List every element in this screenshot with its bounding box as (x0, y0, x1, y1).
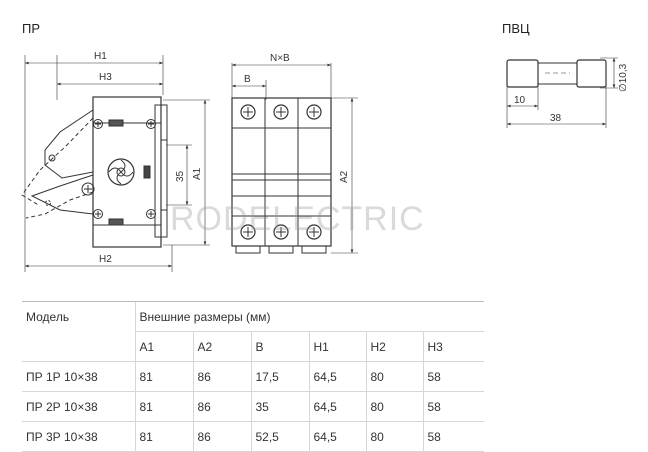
dim-fuse-10: 10 (514, 95, 526, 106)
heading-pvc: ПВЦ (502, 21, 530, 36)
value-cell: 35 (250, 391, 309, 422)
dim-a2: A2 (339, 170, 350, 183)
front-view (231, 63, 358, 254)
value-cell: 64,5 (308, 391, 366, 422)
value-cell: 80 (365, 361, 423, 392)
value-cell: 86 (192, 361, 251, 392)
col-header: B (250, 331, 309, 362)
dim-h2: H2 (99, 254, 112, 265)
side-view (21, 55, 210, 272)
value-cell: 52,5 (250, 421, 309, 452)
value-cell: 58 (422, 421, 484, 452)
value-cell: 17,5 (250, 361, 309, 392)
col-header: H1 (308, 331, 366, 362)
table-row: ПР 1Р 10×38 81 86 17,5 64,5 80 58 (22, 361, 484, 392)
table-row: ПР 3Р 10×38 81 86 52,5 64,5 80 58 (22, 421, 484, 452)
watermark: RODELECTRIC (170, 200, 425, 238)
dim-fuse-diameter: ∅10,3 (618, 63, 629, 92)
table-row: ПР 2Р 10×38 81 86 35 64,5 80 58 (22, 391, 484, 422)
table-header-row: Модель Внешние размеры (мм) (22, 301, 484, 332)
value-cell: 81 (134, 391, 193, 422)
dim-nb: N×B (270, 53, 290, 64)
dim-fuse-38: 38 (550, 113, 562, 124)
model-cell: ПР 1Р 10×38 (22, 361, 135, 392)
value-cell: 58 (422, 391, 484, 422)
value-cell: 80 (365, 391, 423, 422)
dim-h3: H3 (99, 72, 112, 83)
dim-35: 35 (175, 170, 186, 182)
value-cell: 86 (192, 391, 251, 422)
col-header: H3 (422, 331, 484, 362)
fuse-cartridge (506, 57, 618, 128)
value-cell: 81 (134, 361, 193, 392)
value-cell: 81 (134, 421, 193, 452)
value-cell: 64,5 (308, 421, 366, 452)
col-header: A2 (192, 331, 251, 362)
col-header: H2 (365, 331, 423, 362)
value-cell: 64,5 (308, 361, 366, 392)
dim-h1: H1 (94, 51, 107, 62)
group-header: Внешние размеры (мм) (134, 301, 484, 332)
dim-b: B (244, 74, 251, 85)
value-cell: 80 (365, 421, 423, 452)
dim-a1: A1 (192, 167, 203, 180)
technical-drawing: H1 H3 H2 A1 35 N×B B A2 (21, 51, 629, 272)
model-cell: ПР 3Р 10×38 (22, 421, 135, 452)
model-cell: ПР 2Р 10×38 (22, 391, 135, 422)
value-cell: 86 (192, 421, 251, 452)
table-subheader-row: A1 A2 B H1 H2 H3 (22, 331, 484, 362)
model-header: Модель (22, 301, 135, 332)
col-header: A1 (134, 331, 193, 362)
dimensions-table: Модель Внешние размеры (мм) A1 A2 B H1 H… (22, 301, 484, 452)
value-cell: 58 (422, 361, 484, 392)
heading-pr: ПР (22, 21, 41, 36)
